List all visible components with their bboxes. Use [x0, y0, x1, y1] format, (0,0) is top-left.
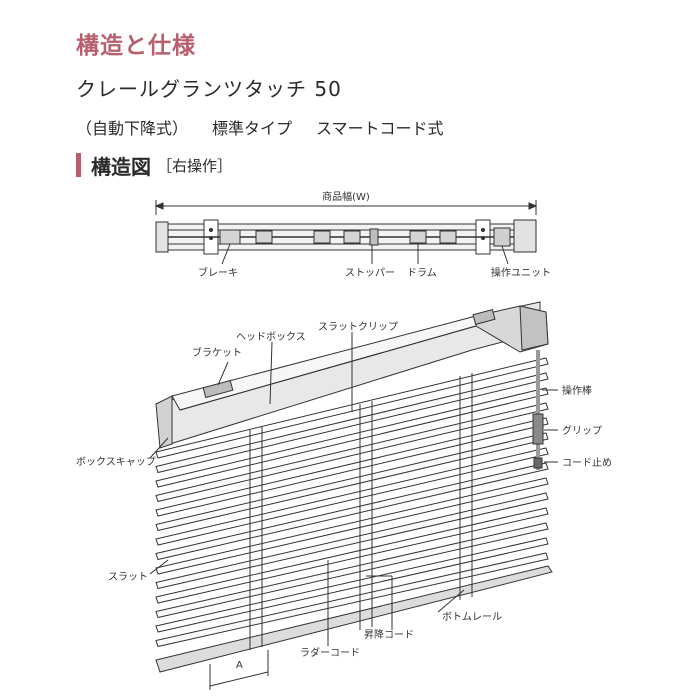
dim-a-label: A — [236, 660, 243, 671]
bottom-rail-label: ボトムレール — [442, 611, 502, 623]
top-drum-4 — [409, 230, 427, 244]
top-view — [154, 200, 538, 265]
slat — [155, 432, 549, 532]
cord-stop-label: コード止め — [562, 457, 612, 469]
unit-label: 操作ユニット — [491, 266, 551, 279]
top-drum-1 — [255, 230, 273, 244]
slat — [155, 462, 549, 561]
slat-label: スラット — [108, 571, 148, 583]
dim-a — [209, 650, 269, 690]
main-headbox — [155, 301, 549, 449]
product-name: クレールグランツタッチ 50 — [76, 77, 342, 101]
ladder-label: ラダーコード — [300, 646, 360, 659]
slat — [155, 492, 549, 590]
ladder-cords — [249, 373, 473, 650]
top-right-cap — [513, 219, 537, 253]
slats — [155, 357, 549, 648]
cord-text: スマートコード式 — [316, 119, 444, 138]
headbox-label: ヘッドボックス — [236, 331, 306, 343]
top-left-cap — [155, 221, 169, 253]
drum-label: ドラム — [407, 267, 437, 279]
section-subtitle: ［右操作］ — [157, 156, 233, 175]
slat — [155, 537, 549, 633]
main-bracket-left — [202, 379, 234, 399]
main-bottom-rail — [155, 565, 553, 673]
width-label: 商品幅(W) — [322, 190, 370, 203]
top-unit — [493, 227, 511, 247]
width-dimension — [154, 200, 538, 215]
main-bracket-right — [472, 308, 496, 326]
bracket-label: ブラケット — [192, 346, 242, 359]
main-wand — [532, 350, 544, 470]
main-view — [149, 301, 558, 690]
top-drum-3 — [343, 230, 361, 244]
leader-lines — [149, 332, 558, 646]
slat — [155, 447, 549, 546]
slat — [155, 417, 549, 517]
section-accent-bar — [76, 153, 81, 177]
top-drum-2 — [313, 230, 331, 244]
section-title: 構造図 — [91, 154, 151, 179]
slat — [155, 387, 549, 488]
slat — [155, 402, 549, 503]
section-heading: 構造図 ［右操作］ — [76, 152, 233, 179]
page-title: 構造と仕様 — [76, 33, 196, 59]
top-stopper — [369, 228, 379, 246]
slat — [155, 372, 549, 474]
stopper-label: ストッパー — [345, 267, 395, 279]
clip-label: スラットクリップ — [318, 321, 398, 333]
slat — [155, 507, 549, 604]
box-cap-label: ボックスキャップ — [76, 456, 156, 468]
type-text: 標準タイプ — [212, 119, 293, 138]
main-cord-stop — [533, 457, 543, 469]
main-grip — [532, 413, 544, 445]
slat — [155, 522, 549, 619]
grip-label: グリップ — [562, 424, 602, 437]
lift-cord-label: 昇降コード — [364, 628, 414, 641]
brake-label: ブレーキ — [198, 266, 238, 279]
spec-line: （自動下降式） 標準タイプ スマートコード式 — [76, 115, 444, 139]
slat — [155, 477, 549, 575]
wand-label: 操作棒 — [562, 384, 592, 397]
top-brake — [219, 229, 241, 245]
slat — [155, 552, 549, 648]
mechanism-text: （自動下降式） — [76, 119, 189, 138]
top-drum-5 — [439, 230, 457, 244]
